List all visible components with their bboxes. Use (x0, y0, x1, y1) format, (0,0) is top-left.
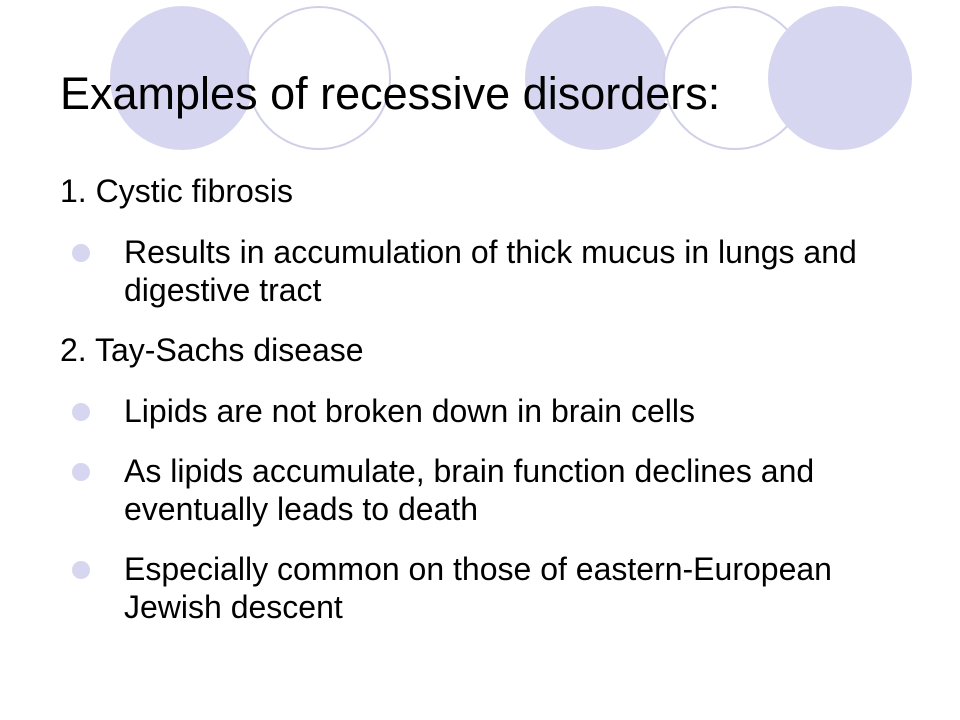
bullet-item-lipids: Lipids are not broken down in brain cell… (60, 392, 920, 430)
bullet-dot-icon (72, 244, 90, 262)
section-heading-cystic-fibrosis: 1. Cystic fibrosis (60, 172, 920, 210)
decorative-circle-filled-3 (768, 6, 912, 150)
bullet-dot-icon (72, 403, 90, 421)
bullet-text: Lipids are not broken down in brain cell… (124, 393, 695, 429)
slide-content: 1. Cystic fibrosis Results in accumulati… (60, 172, 920, 626)
section-heading-text: 2. Tay-Sachs disease (60, 332, 364, 368)
decorative-circle-filled-1 (110, 6, 254, 150)
bullet-dot-icon (72, 463, 90, 481)
bullet-item-mucus: Results in accumulation of thick mucus i… (60, 233, 920, 309)
decorative-circle-filled-2 (525, 6, 669, 150)
slide-title: Examples of recessive disorders: (60, 68, 721, 119)
bullet-text: Results in accumulation of thick mucus i… (124, 234, 857, 308)
section-heading-text: 1. Cystic fibrosis (60, 173, 293, 209)
bullet-text: Especially common on those of eastern-Eu… (124, 551, 832, 625)
bullet-dot-icon (72, 561, 90, 579)
bullet-item-eastern-european: Especially common on those of eastern-Eu… (60, 550, 920, 626)
section-heading-tay-sachs: 2. Tay-Sachs disease (60, 331, 920, 369)
decorative-circle-outline-1 (247, 6, 391, 150)
bullet-text: As lipids accumulate, brain function dec… (124, 453, 815, 527)
bullet-item-brain-function: As lipids accumulate, brain function dec… (60, 452, 920, 528)
